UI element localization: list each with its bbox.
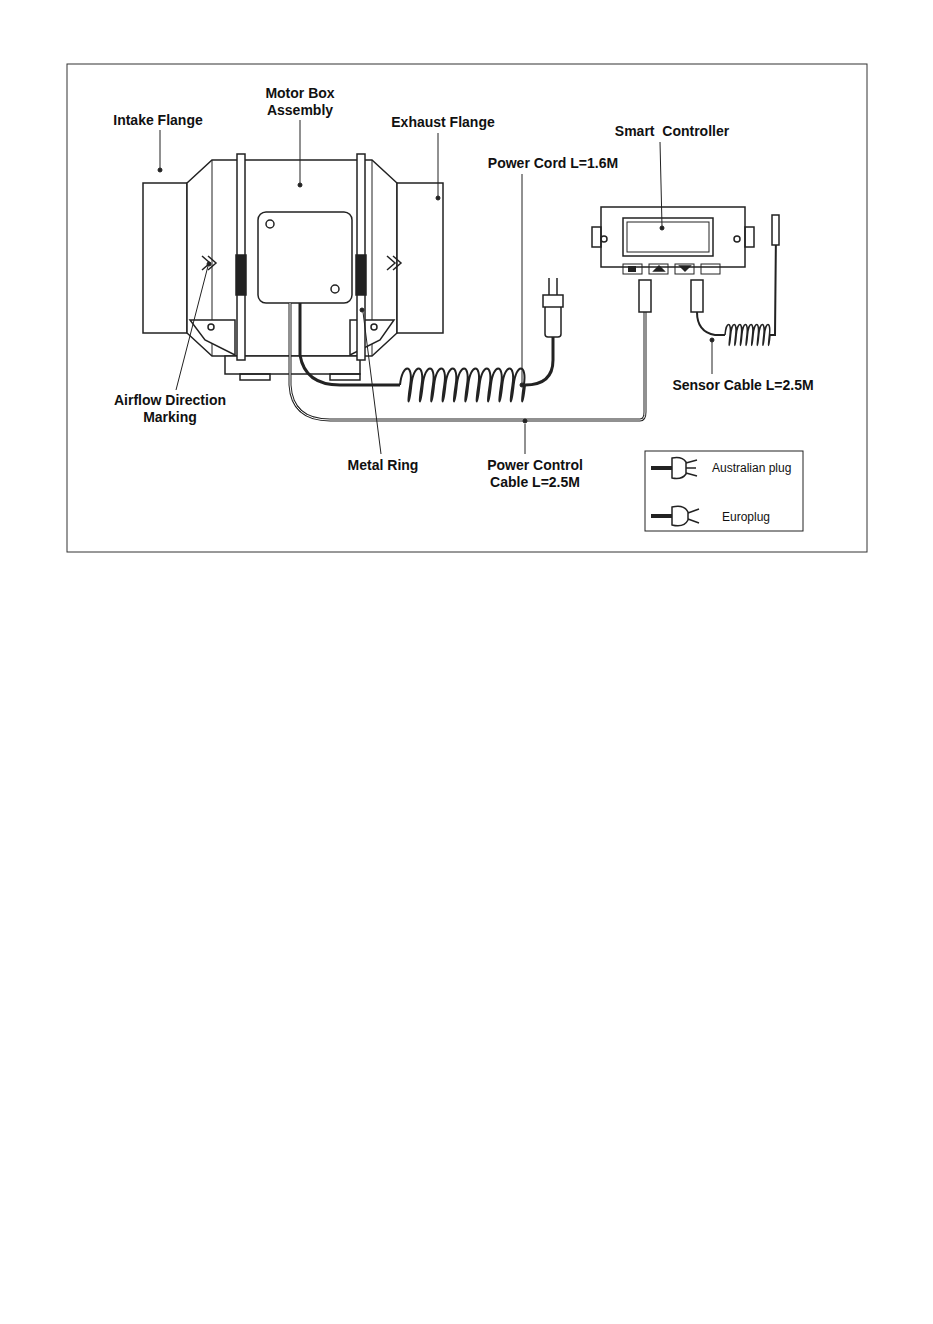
part-label: Intake Flange	[113, 112, 202, 129]
coiled-cable	[725, 325, 770, 346]
part-label: Airflow Direction Marking	[100, 392, 240, 426]
cable-label: Power Control Cable L=2.5M	[475, 457, 595, 491]
legend-text: Australian plug	[712, 461, 791, 475]
frame	[67, 64, 867, 552]
part-label: Smart Controller	[615, 123, 729, 140]
cable-label: Power Cord L=1.6M	[488, 155, 618, 172]
part-label: Exhaust Flange	[391, 114, 494, 131]
coiled-cable	[400, 369, 525, 402]
legend-text: Europlug	[722, 510, 770, 524]
part-label: Metal Ring	[348, 457, 419, 474]
cable-label: Sensor Cable L=2.5M	[672, 377, 813, 394]
part-label: Motor Box Assembly	[255, 85, 345, 119]
